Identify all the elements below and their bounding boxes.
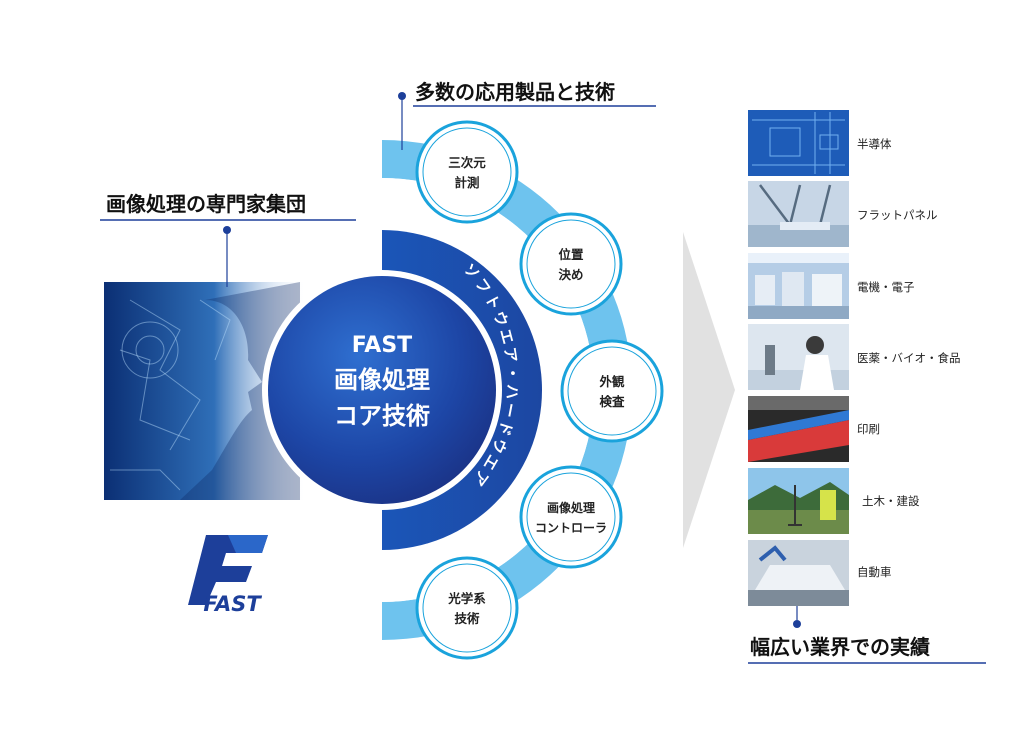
fast-logo-text: FAST xyxy=(203,592,262,616)
fast-logo: FAST xyxy=(188,535,268,616)
industry-label-automotive: 自動車 xyxy=(857,565,892,579)
tech-node-positioning: 位置 決め xyxy=(519,212,623,316)
industry-label-construction: 土木・建設 xyxy=(862,494,920,508)
svg-text:決め: 決め xyxy=(558,267,583,282)
industry-photo-electronics xyxy=(748,253,849,319)
svg-text:技術: 技術 xyxy=(454,611,480,626)
industry-photo-flat-panel xyxy=(748,181,849,247)
bottom-heading-connector xyxy=(748,606,986,664)
tech-node-visual-inspection: 外観 検査 xyxy=(560,339,664,443)
industry-label-semiconductor: 半導体 xyxy=(857,137,892,151)
industry-photo-construction xyxy=(748,468,849,534)
industry-label-printing: 印刷 xyxy=(857,422,880,436)
industry-photo-semiconductor xyxy=(748,110,849,176)
svg-text:画像処理: 画像処理 xyxy=(547,500,595,515)
industry-photo-automotive xyxy=(748,540,849,606)
industry-photo-printing xyxy=(748,396,849,462)
flow-arrow-shape xyxy=(683,232,735,548)
tech-node-image-controller: 画像処理 コントローラ xyxy=(519,465,623,569)
svg-text:計測: 計測 xyxy=(454,175,479,190)
heading-expert-group: 画像処理の専門家集団 xyxy=(106,192,306,216)
industry-label-electronics: 電機・電子 xyxy=(857,280,915,294)
svg-text:三次元: 三次元 xyxy=(448,155,486,170)
core-title-fast: FAST xyxy=(352,333,412,358)
svg-text:光学系: 光学系 xyxy=(447,591,486,606)
svg-text:外観: 外観 xyxy=(598,374,625,389)
top-heading-connector xyxy=(398,92,656,150)
svg-text:検査: 検査 xyxy=(599,394,625,409)
svg-text:位置: 位置 xyxy=(558,247,584,262)
svg-text:コントローラ: コントローラ xyxy=(535,521,607,535)
left-heading-connector xyxy=(100,219,356,287)
industry-label-flat-panel: フラットパネル xyxy=(857,208,938,222)
industry-label-pharma: 医薬・バイオ・食品 xyxy=(857,351,961,365)
heading-industry-track-record: 幅広い業界での実績 xyxy=(750,635,930,659)
industry-photo-pharma xyxy=(748,324,849,390)
core-title-line3: コア技術 xyxy=(334,402,430,430)
tech-node-3d-measurement: 三次元 計測 xyxy=(415,120,519,224)
heading-applications: 多数の応用製品と技術 xyxy=(415,80,615,104)
core-title-line2: 画像処理 xyxy=(334,366,430,394)
tech-node-optics: 光学系 技術 xyxy=(415,556,519,660)
